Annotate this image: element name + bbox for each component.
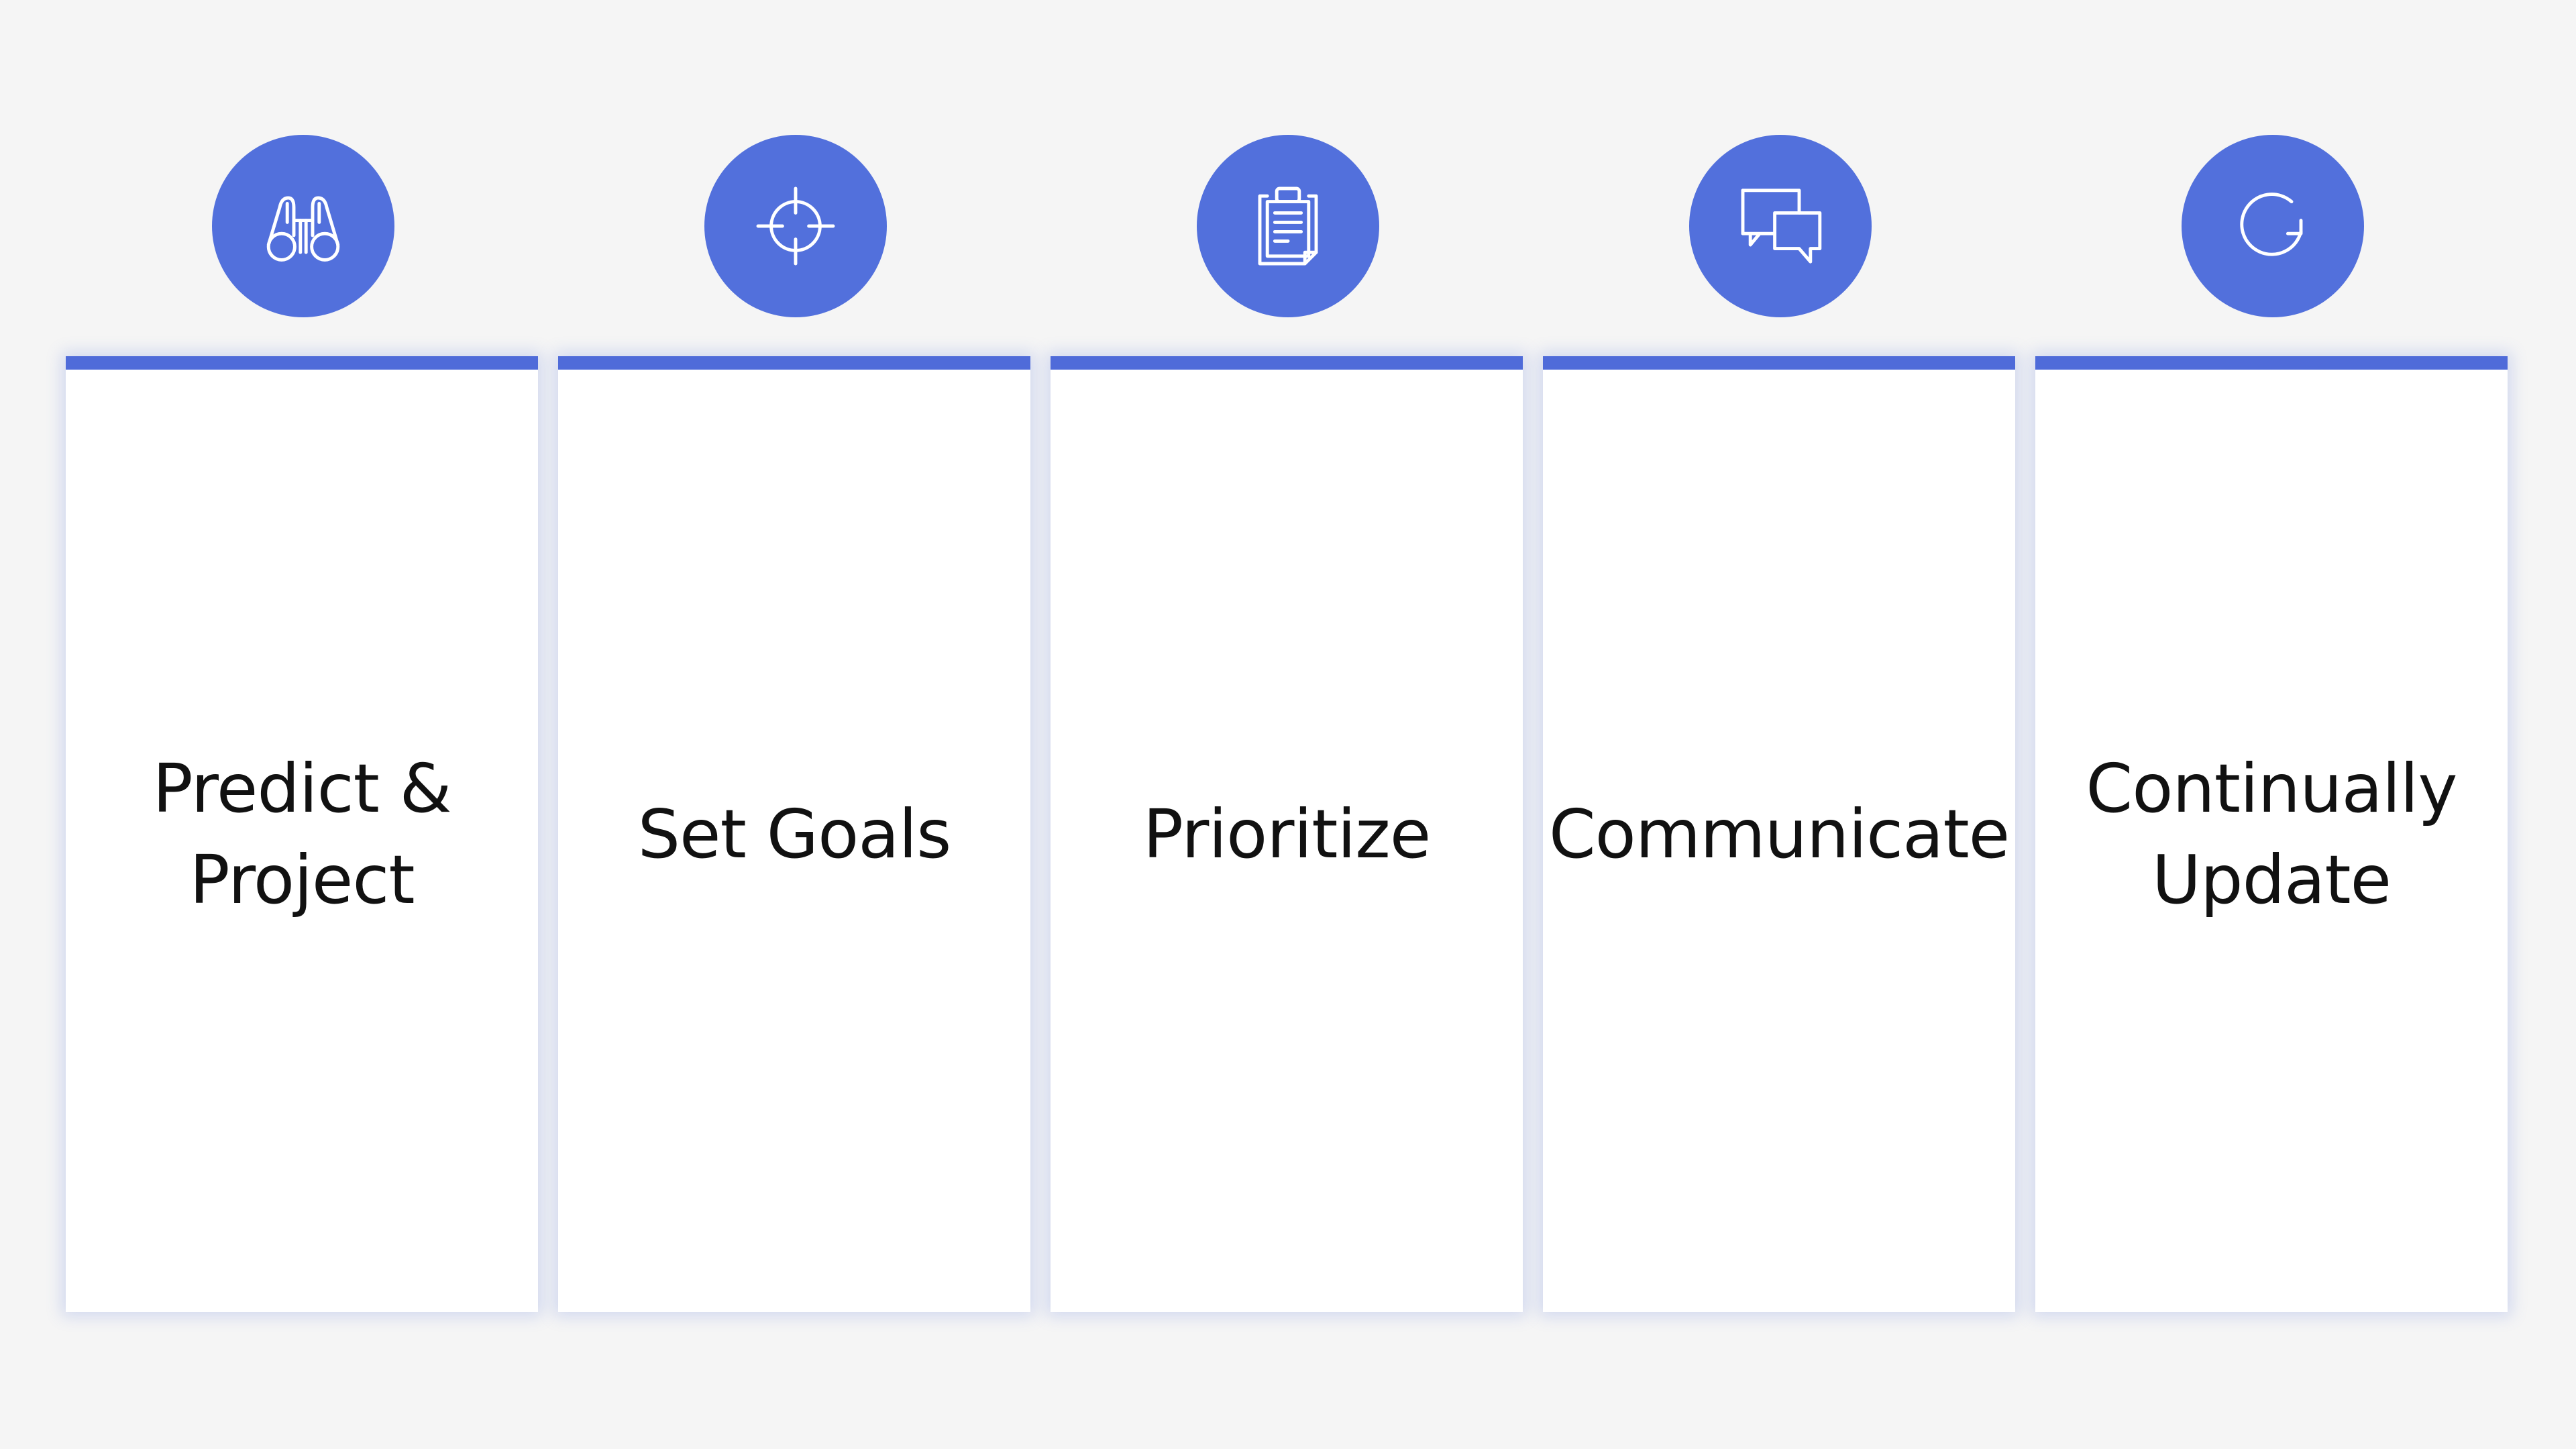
step-card-communicate: Communicate: [1543, 356, 2015, 1312]
binoculars-icon: [266, 196, 340, 262]
step-label: Communicate: [1548, 794, 2010, 873]
clipboard-icon: [1258, 186, 1318, 266]
crosshair-icon: [756, 186, 835, 266]
step-card-set-goals: Set Goals: [558, 356, 1030, 1312]
step-label: Continually Update: [2086, 749, 2457, 919]
step-4-icon-circle: [1689, 135, 1872, 317]
refresh-icon: [2240, 193, 2303, 256]
step-label: Predict & Project: [152, 749, 451, 919]
step-1-icon-circle: [212, 135, 394, 317]
step-2-icon-circle: [704, 135, 887, 317]
step-label: Prioritize: [1142, 794, 1432, 873]
chat-bubbles-icon: [1741, 189, 1822, 264]
step-5-icon-circle: [2182, 135, 2364, 317]
step-card-continually-update: Continually Update: [2035, 356, 2508, 1312]
step-3-icon-circle: [1197, 135, 1379, 317]
step-card-predict-project: Predict & Project: [66, 356, 538, 1312]
step-label: Set Goals: [637, 794, 952, 873]
step-card-prioritize: Prioritize: [1051, 356, 1523, 1312]
